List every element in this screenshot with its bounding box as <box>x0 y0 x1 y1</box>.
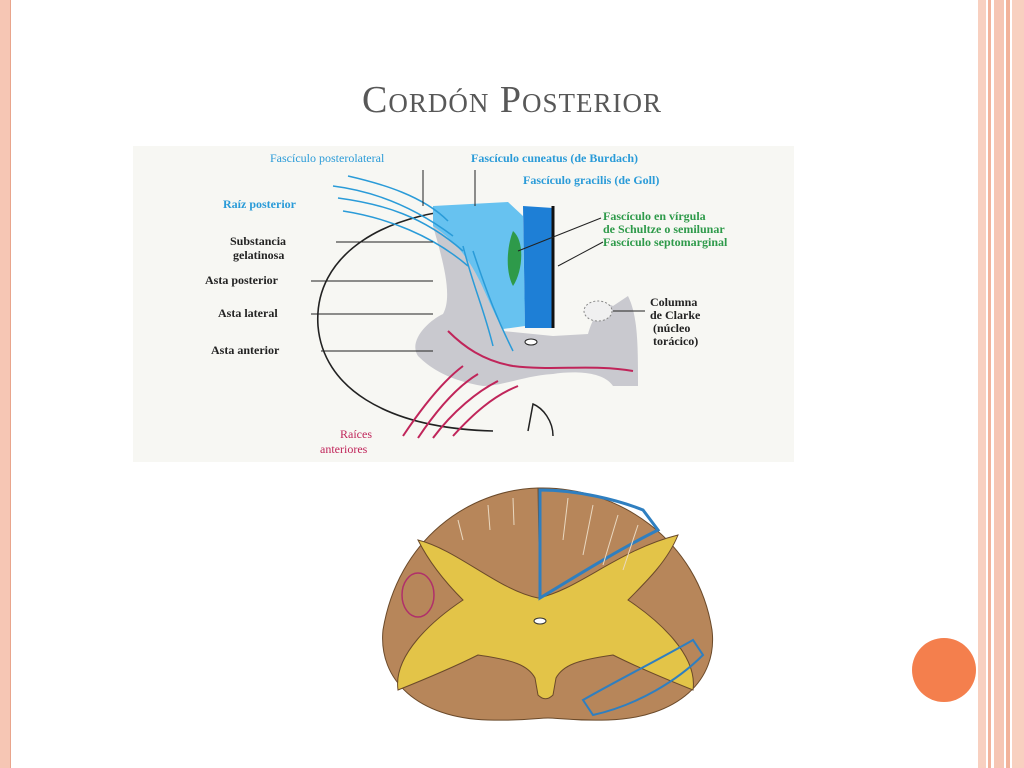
label-virgula-1: Fascículo en vírgula <box>603 209 706 223</box>
highlight-tract <box>581 638 705 717</box>
comma-tract <box>507 231 522 286</box>
left-frame-border <box>0 0 11 768</box>
label-raices: Raíces <box>340 427 372 441</box>
label-asta-posterior: Asta posterior <box>205 273 279 287</box>
gracilis-region <box>523 206 553 328</box>
highlight-fasciculus <box>538 488 661 601</box>
label-substancia: Substancia <box>230 234 286 248</box>
label-fasciculo-posterolateral: Fascículo posterolateral <box>270 151 385 165</box>
slide-title: Cordón Posterior <box>362 79 662 121</box>
label-toracico: torácico) <box>653 334 698 348</box>
spinal-cord-colored-section <box>378 480 718 725</box>
label-fasciculo-gracilis: Fascículo gracilis (de Goll) <box>523 173 659 187</box>
spinal-cord-labeled-diagram: Fascículo posterolateral Raíz posterior … <box>133 146 794 462</box>
accent-circle <box>912 638 976 702</box>
label-raiz-posterior: Raíz posterior <box>223 197 297 211</box>
label-asta-lateral: Asta lateral <box>218 306 278 320</box>
right-frame-border <box>978 0 1024 768</box>
label-anteriores: anteriores <box>320 442 368 456</box>
label-columna: Columna <box>650 295 697 309</box>
label-asta-anterior: Asta anterior <box>211 343 280 357</box>
label-de-clarke: de Clarke <box>650 308 701 322</box>
cord-gray-matter <box>397 534 694 700</box>
cord-outline <box>317 207 494 432</box>
label-nucleo: (núcleo <box>653 321 690 335</box>
label-septomarginal: Fascículo septomarginal <box>603 235 728 249</box>
label-gelatinosa: gelatinosa <box>233 248 284 262</box>
cuneatus-region <box>433 202 525 329</box>
label-fasciculo-cuneatus: Fascículo cuneatus (de Burdach) <box>471 151 638 165</box>
label-virgula-2: de Schultze o semilunar <box>603 222 725 236</box>
